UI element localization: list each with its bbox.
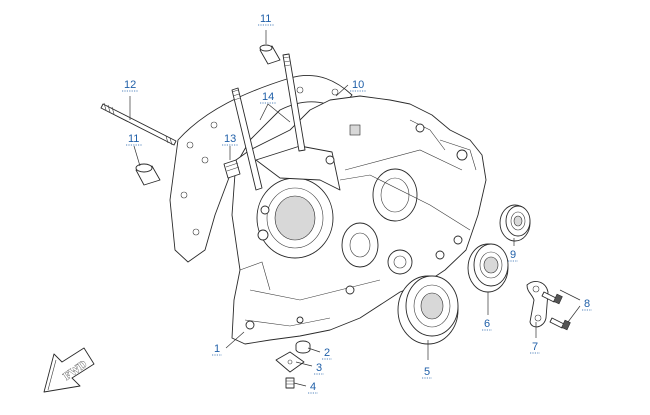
bearing-medium — [467, 243, 509, 293]
svg-text:14: 14 — [262, 91, 274, 103]
callout-13[interactable]: 13 — [224, 133, 236, 145]
long-bolt — [100, 102, 177, 146]
callout-6[interactable]: 6 — [484, 318, 490, 330]
svg-text:2: 2 — [324, 347, 330, 359]
svg-text:7: 7 — [532, 341, 538, 353]
cylinder-stud-left — [231, 87, 263, 191]
svg-text:13: 13 — [224, 133, 236, 145]
breather-plate — [275, 351, 305, 373]
svg-text:9: 9 — [510, 249, 516, 261]
svg-text:5: 5 — [424, 366, 430, 378]
callout-12[interactable]: 12 — [124, 79, 136, 91]
bearing-small — [499, 204, 531, 242]
forward-direction-arrow: FWD — [43, 347, 95, 393]
callout-4[interactable]: 4 — [310, 381, 316, 393]
svg-text:3: 3 — [316, 362, 322, 374]
callout-11-upper[interactable]: 11 — [260, 13, 271, 25]
callout-labels: 1 2 3 4 5 6 7 8 9 10 11 — [122, 13, 592, 394]
callout-8[interactable]: 8 — [584, 298, 590, 310]
dowel-pin-left — [135, 163, 161, 186]
bearing-large — [397, 275, 459, 345]
small-bolt — [223, 159, 241, 179]
svg-text:11: 11 — [260, 13, 271, 25]
callout-11-left[interactable]: 11 — [128, 133, 139, 145]
leader-lines — [129, 30, 581, 387]
cylinder-stud-right — [282, 53, 306, 152]
retaining-plate — [526, 281, 549, 328]
dowel-pin-upper — [259, 44, 281, 65]
svg-text:4: 4 — [310, 381, 316, 393]
callout-1[interactable]: 1 — [214, 343, 220, 355]
callout-7[interactable]: 7 — [532, 341, 538, 353]
callout-2[interactable]: 2 — [324, 347, 330, 359]
callout-5[interactable]: 5 — [424, 366, 430, 378]
plate-screw-lower — [549, 317, 571, 331]
plate-bolt — [285, 377, 295, 389]
svg-text:12: 12 — [124, 79, 136, 91]
callout-9[interactable]: 9 — [510, 249, 516, 261]
callout-3[interactable]: 3 — [316, 362, 322, 374]
plate-screw-upper — [541, 291, 563, 305]
callout-10[interactable]: 10 — [352, 79, 364, 91]
callout-14[interactable]: 14 — [262, 91, 274, 103]
svg-text:8: 8 — [584, 298, 590, 310]
svg-text:10: 10 — [352, 79, 364, 91]
svg-text:11: 11 — [128, 133, 139, 145]
svg-text:1: 1 — [214, 343, 220, 355]
svg-text:6: 6 — [484, 318, 490, 330]
oil-seal-cap — [295, 340, 311, 354]
